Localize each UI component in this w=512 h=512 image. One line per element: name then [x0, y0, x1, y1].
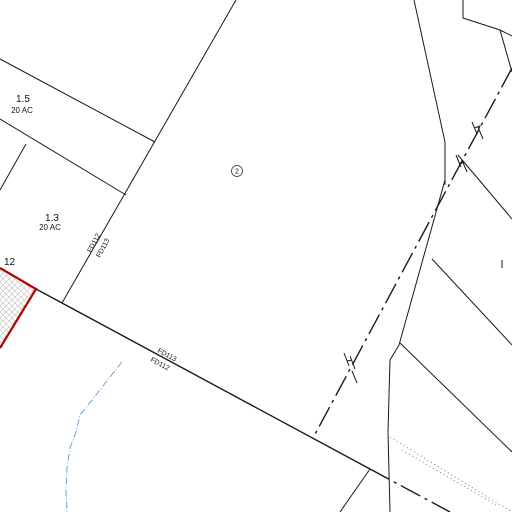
parcel-acres-1-3: 20 AC: [39, 223, 61, 232]
parcel-line-r5: [401, 449, 497, 506]
road-line-main: [35, 288, 371, 470]
parcel-line-r1: [457, 154, 512, 220]
parcel-line-mid-left: [0, 118, 127, 196]
parcel-line-bottom-mid: [339, 468, 371, 512]
parcel-id-1-5[interactable]: 1.5: [16, 94, 30, 105]
hatched-parcel-area: [0, 268, 36, 348]
dashed-boundary-main: [312, 67, 512, 439]
parcel-line-r2: [431, 258, 512, 346]
lot-marker-number: 2: [235, 169, 239, 176]
parcel-line-r3: [399, 342, 512, 453]
stream-line: [65, 361, 123, 512]
parcel-line-top-left: [0, 58, 156, 143]
lot-marker-circle[interactable]: [231, 165, 243, 177]
break-symbol-upper: [471, 121, 484, 140]
parcel-line-diagonal-long: [61, 0, 237, 304]
parcel-line-right-upper: [413, 0, 446, 185]
parcel-line-r4: [389, 436, 512, 512]
break-symbol-middle: [455, 154, 468, 173]
parcel-id-1-3[interactable]: 1.3: [45, 213, 59, 224]
parcel-line-right-top: [462, 0, 512, 37]
parcel-line-left-edge: [0, 143, 27, 191]
parcel-line-right-curve: [499, 29, 512, 73]
parcel-acres-1-5: 20 AC: [11, 106, 33, 115]
parcel-id-12[interactable]: 12: [4, 257, 16, 268]
parcel-line-right-lower: [387, 179, 446, 512]
break-symbol-lower: [343, 352, 358, 384]
road-line-main-ext: [369, 468, 451, 512]
